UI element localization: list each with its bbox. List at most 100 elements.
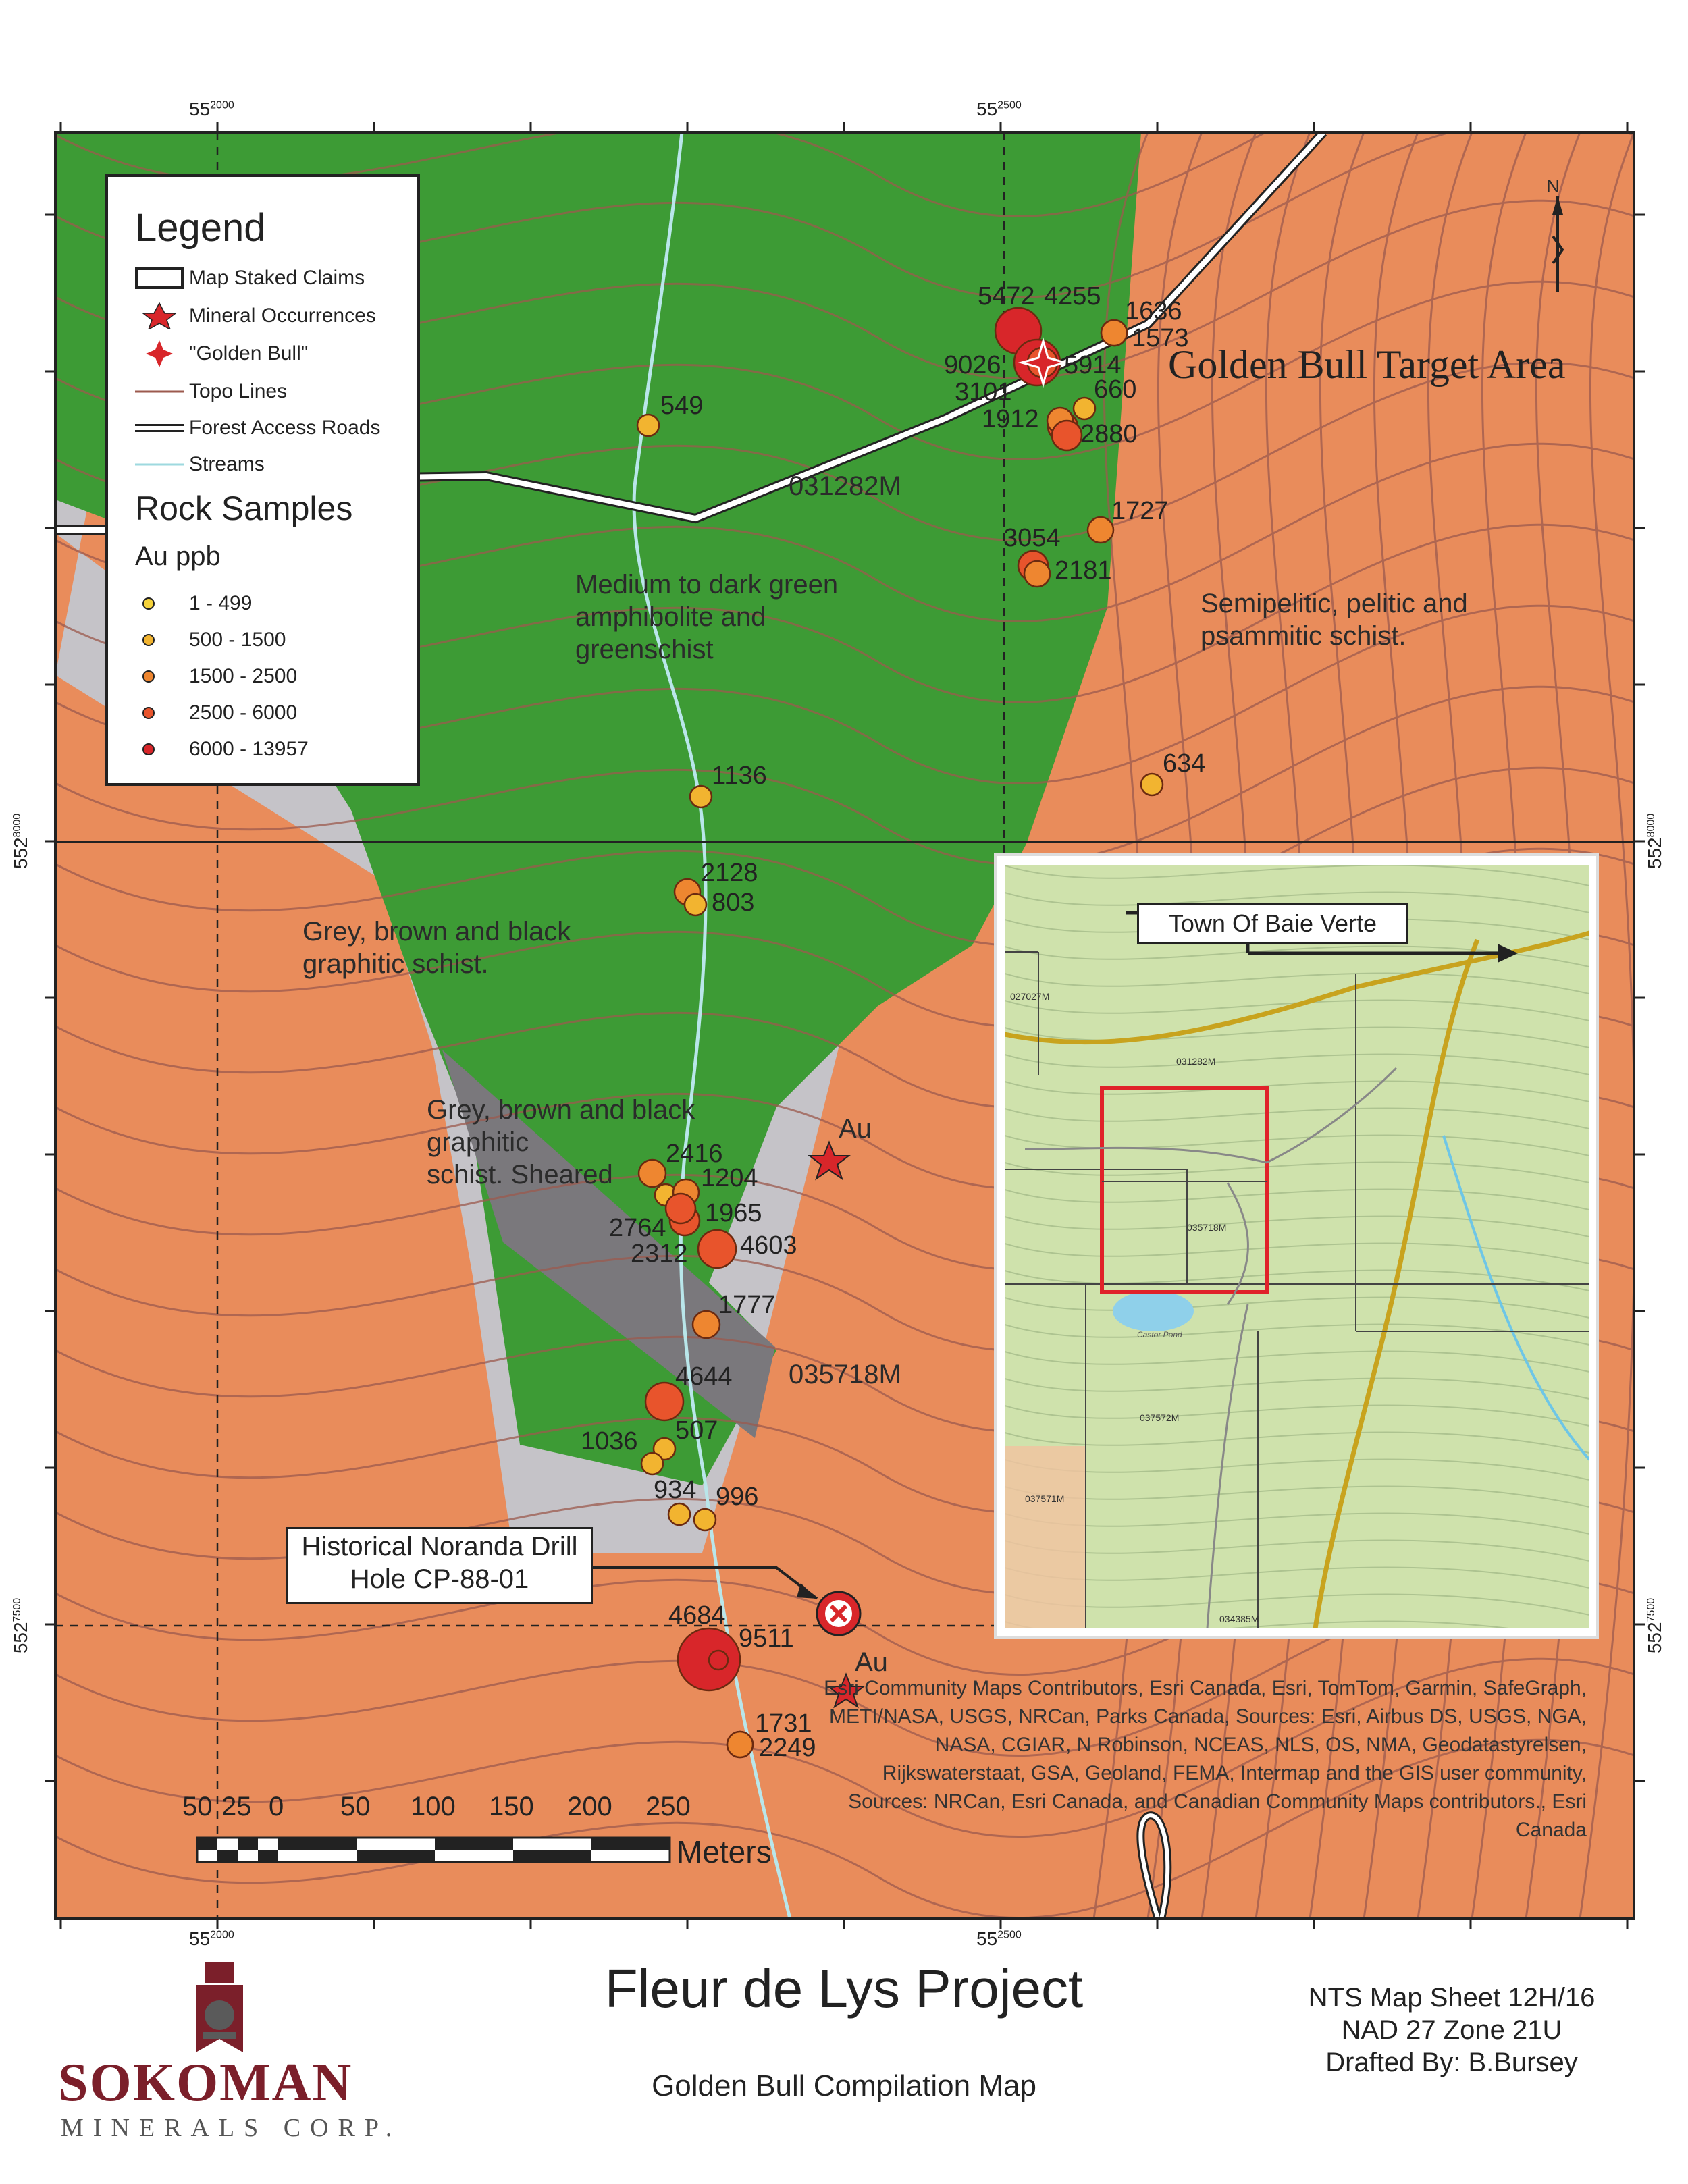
sample-point[interactable] [1023, 560, 1051, 588]
mineral-occurrence-au-1 [808, 1140, 851, 1181]
sample-point[interactable] [1072, 396, 1097, 421]
inset-map: 027027M 031282M 035718M 037572M 037571M … [994, 853, 1599, 1639]
sample-label: 4684 [668, 1601, 726, 1630]
scale-bar [196, 1836, 671, 1863]
sample-label: 1727 [1111, 497, 1169, 525]
drafted-by: Drafted By: B.Bursey [1325, 2048, 1578, 2077]
claim-label-035718M: 035718M [789, 1360, 901, 1389]
golden-bull-star-icon [1018, 337, 1069, 388]
project-area-outline [1100, 1086, 1269, 1294]
map-attribution: Esri Community Maps Contributors, Esri C… [824, 1677, 1587, 1841]
grid-label-x1-top: 552000 [189, 99, 234, 119]
sample-point[interactable] [667, 1502, 691, 1526]
sample-point[interactable] [689, 784, 713, 809]
grid-label-y1-right: 5528000 [1644, 813, 1666, 870]
inset-claim-031282M: 031282M [1176, 1056, 1216, 1067]
grid-label-y2-right: 5527500 [1644, 1597, 1666, 1654]
topo-line [55, 1657, 1634, 1838]
sample-point[interactable] [644, 1381, 685, 1422]
scale-tick-label: 200 [567, 1792, 612, 1821]
datum: NAD 27 Zone 21U [1341, 2015, 1562, 2045]
sample-label: 996 [716, 1483, 759, 1511]
sample-dot-icon [135, 699, 189, 726]
inset-claim-037572M: 037572M [1140, 1412, 1180, 1423]
sample-point[interactable] [691, 1310, 721, 1339]
inset-claim-037571M: 037571M [1025, 1493, 1065, 1504]
sample-point[interactable] [1100, 319, 1128, 347]
sample-point[interactable] [636, 413, 660, 437]
sample-label: 1731 [755, 1709, 812, 1738]
au-label-1: Au [839, 1114, 872, 1144]
sample-dot-icon [135, 663, 189, 690]
grid-label-y1-left: 5528000 [10, 813, 32, 870]
legend-label: Topo Lines [189, 380, 288, 402]
sheared-schist-label: Grey, brown and black graphitic schist. … [427, 1095, 695, 1190]
sample-label: 507 [675, 1416, 718, 1445]
sample-label: 4255 [1044, 282, 1101, 311]
sample-label: 2764 [609, 1214, 666, 1242]
frame-ticks [45, 122, 1645, 1929]
sample-label: 2249 [759, 1734, 816, 1762]
scale-tick-label: 0 [269, 1792, 284, 1821]
legend-range-label: 6000 - 13957 [189, 738, 309, 760]
sample-point[interactable] [1051, 419, 1083, 452]
sample-label: 1912 [982, 405, 1039, 433]
inset-claim-035718M: 035718M [1187, 1222, 1227, 1233]
company-name: SOKOMAN [58, 2053, 353, 2112]
town-callout: Town Of Baie Verte [1137, 903, 1408, 944]
legend-range-label: 1 - 499 [189, 592, 253, 614]
sample-label: 9511 [739, 1624, 794, 1653]
map-info: NTS Map Sheet 12H/16 NAD 27 Zone 21U Dra… [1249, 1981, 1654, 2079]
inset-canvas [1005, 865, 1589, 1628]
rock-samples [636, 307, 1164, 1759]
legend-label: Forest Access Roads [189, 417, 381, 439]
sample-point[interactable] [693, 1508, 717, 1532]
scale-tick-label: 250 [645, 1792, 691, 1821]
scale-unit: Meters [677, 1834, 772, 1869]
sample-label: 634 [1163, 749, 1206, 778]
legend-range-2: 1500 - 2500 [135, 663, 297, 690]
inset-pond-label: Castor Pond [1137, 1330, 1182, 1339]
drill-hole-icon[interactable] [816, 1591, 862, 1636]
sample-point[interactable] [697, 1229, 737, 1269]
legend-range-label: 500 - 1500 [189, 629, 286, 651]
target-area-label: Golden Bull Target Area [1168, 342, 1566, 387]
graphitic-schist-label: Grey, brown and black graphitic schist. [302, 917, 571, 979]
legend-item-roads: Forest Access Roads [135, 415, 380, 442]
company-subname: MINERALS CORP. [61, 2114, 402, 2142]
scale-tick-label: 50 [340, 1792, 371, 1821]
sample-label: 4644 [675, 1362, 733, 1391]
sample-label: 2312 [631, 1240, 688, 1268]
legend-title: Legend [135, 206, 266, 250]
scale-tick-label: 100 [411, 1792, 456, 1821]
sample-point[interactable] [708, 1649, 729, 1671]
sample-label: 1573 [1132, 324, 1189, 352]
mineral-occurrence-au-2 [826, 1672, 866, 1709]
sample-label: 2416 [666, 1140, 723, 1168]
legend-label: "Golden Bull" [189, 342, 309, 365]
sample-label: 803 [712, 888, 755, 917]
sample-label: 3101 [955, 378, 1012, 406]
sample-label: 1636 [1125, 297, 1182, 325]
topo-line [55, 766, 1634, 947]
map-title: Fleur de Lys Project [604, 1959, 1084, 2019]
legend-range-0: 1 - 499 [135, 590, 252, 617]
legend-label: Streams [189, 453, 265, 475]
sample-label: 5914 [1064, 351, 1122, 379]
sample-label: 4603 [740, 1231, 797, 1260]
sample-label: 934 [654, 1476, 697, 1504]
sample-point[interactable] [637, 1158, 667, 1188]
legend-range-1: 500 - 1500 [135, 627, 286, 654]
legend-item-topo: Topo Lines [135, 378, 287, 405]
au-ppb-title: Au ppb [135, 541, 221, 571]
sample-point[interactable] [726, 1730, 754, 1759]
sample-point[interactable] [640, 1451, 664, 1476]
sample-point[interactable] [1140, 772, 1164, 797]
sample-label: 3054 [1003, 524, 1061, 552]
map-subtitle: Golden Bull Compilation Map [652, 2069, 1036, 2102]
legend-item-claims: Map Staked Claims [135, 265, 365, 292]
sample-point[interactable] [664, 1192, 697, 1225]
legend-item-golden-bull: "Golden Bull" [135, 340, 308, 367]
sample-point[interactable] [683, 893, 708, 917]
sample-point[interactable] [1086, 516, 1115, 544]
